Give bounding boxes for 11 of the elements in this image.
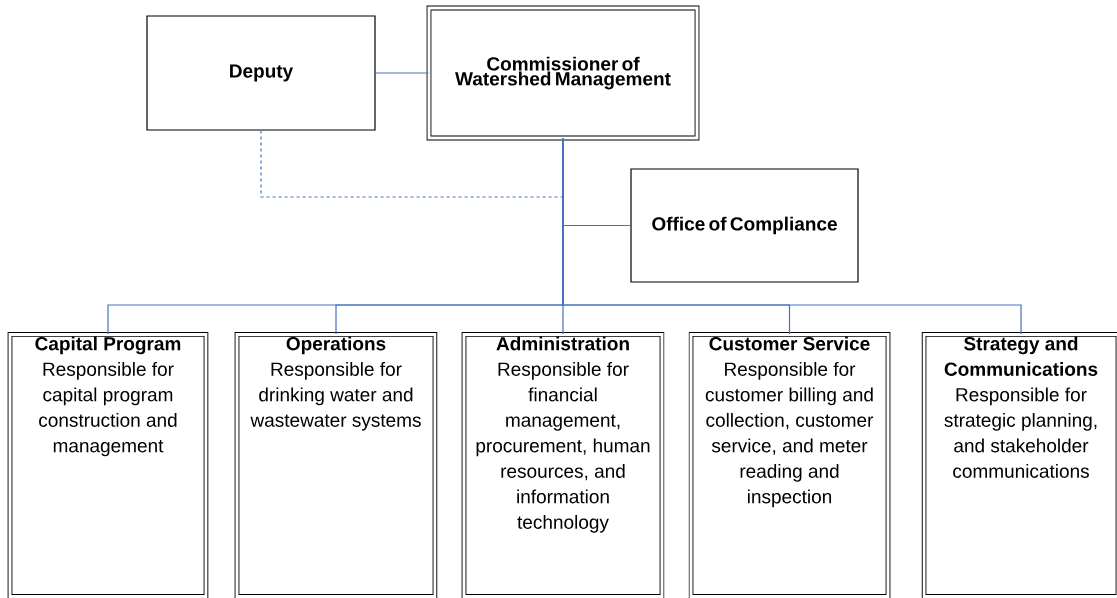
position-box: Office of Compliance xyxy=(630,168,859,283)
department-box: Capital Program Responsible for capital program construction and management xyxy=(7,332,209,598)
position-box: Deputy xyxy=(146,15,376,131)
department-box: Customer Service Responsible for customer billing and collection, customer service, and meter reading and inspection xyxy=(688,332,891,598)
department-box: Operations Responsible for drinking water and wastewater systems xyxy=(234,332,438,598)
department-box: Administration Responsible for financial management, procurement, human resources, and information technology xyxy=(461,332,665,598)
department-box: Strategy and Communications Responsible for strategic planning, and stakeholder communications xyxy=(921,332,1117,598)
position-box: Commissioner of Watershed Management xyxy=(426,5,700,141)
connector-line xyxy=(375,72,430,74)
dashed-connector xyxy=(260,130,563,198)
connector-line xyxy=(562,137,1022,335)
